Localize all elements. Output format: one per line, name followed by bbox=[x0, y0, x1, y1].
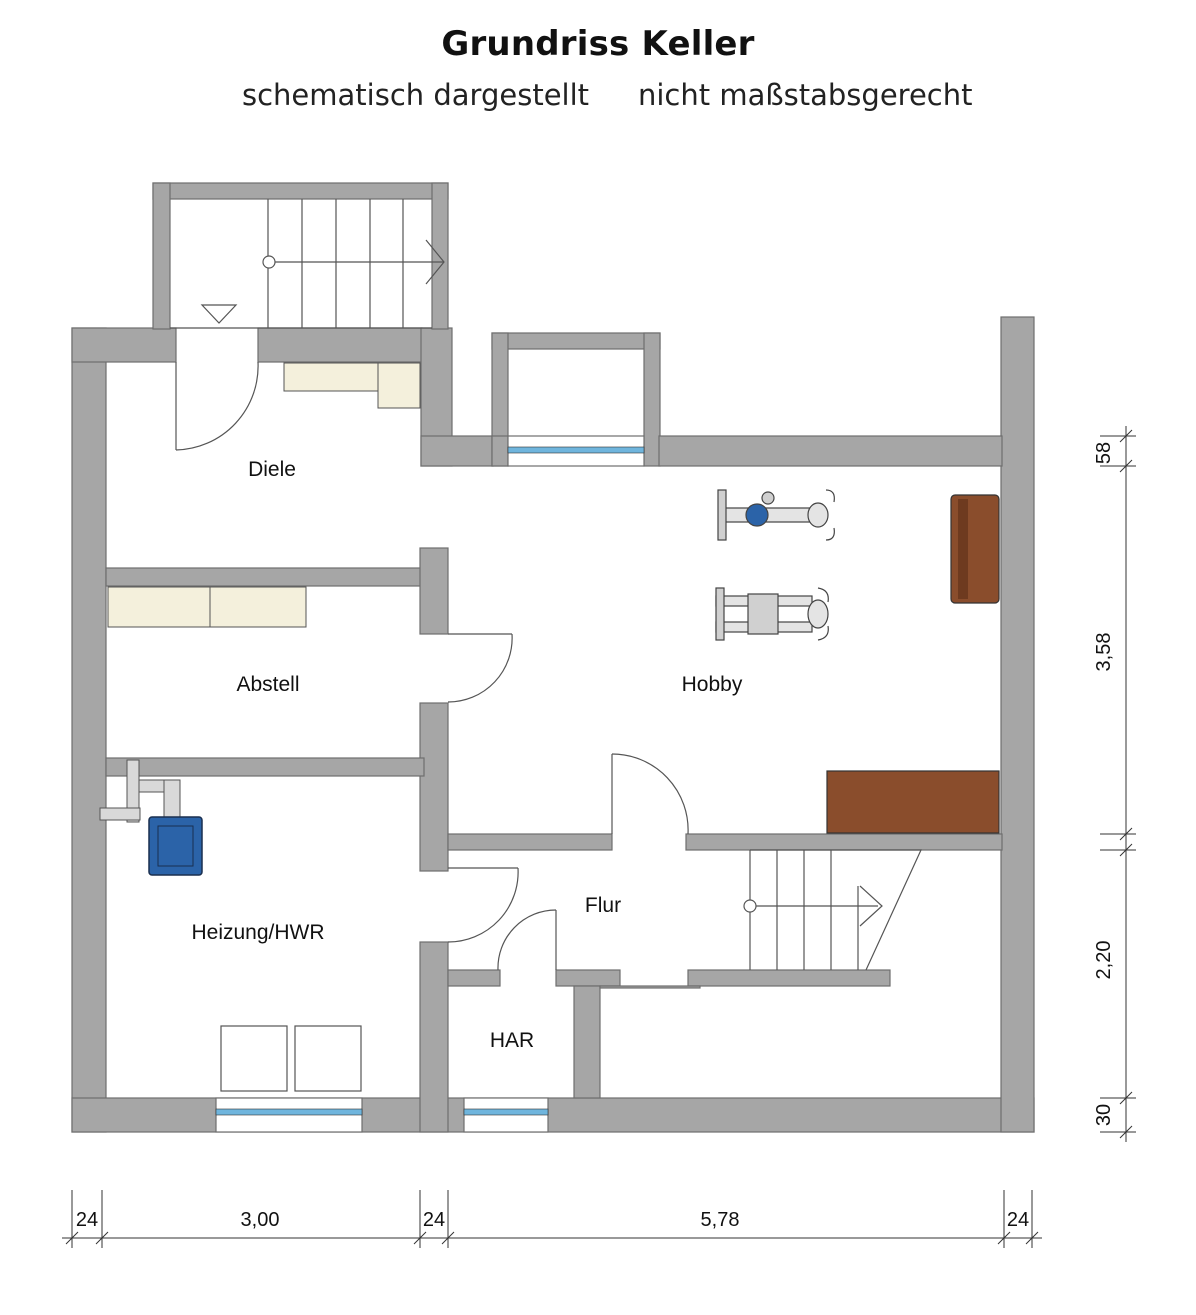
stairs-top bbox=[170, 199, 445, 329]
furniture bbox=[99, 362, 1000, 1092]
dim-bottom-wall-middle: 24 bbox=[423, 1209, 445, 1231]
exercise-bike-icon bbox=[717, 489, 835, 541]
dim-bottom-left-rooms: 3,00 bbox=[241, 1209, 280, 1231]
plan-title: Grundriss Keller bbox=[441, 24, 755, 64]
room-label-abstell: Abstell bbox=[236, 673, 299, 696]
windows bbox=[215, 435, 645, 1133]
room-label-flur: Flur bbox=[585, 894, 621, 917]
plan-subtitle-schematic: schematisch dargestellt bbox=[242, 78, 590, 112]
dim-right-hobby: 3,58 bbox=[1093, 633, 1115, 672]
cross-trainer-icon bbox=[715, 587, 829, 641]
doors bbox=[175, 361, 689, 971]
walls bbox=[71, 182, 1035, 1133]
right-dimension-line bbox=[1100, 426, 1136, 1142]
dim-right-top-wall: 58 bbox=[1093, 442, 1115, 464]
dim-right-flur: 2,20 bbox=[1093, 941, 1115, 980]
room-label-diele: Diele bbox=[248, 458, 296, 481]
dim-bottom-right-rooms: 5,78 bbox=[701, 1209, 740, 1231]
room-label-hobby: Hobby bbox=[682, 673, 743, 696]
room-label-heizung: Heizung/HWR bbox=[191, 921, 324, 944]
dim-right-bottom-wall: 30 bbox=[1093, 1104, 1115, 1126]
plan-subtitle-not-to-scale: nicht maßstabsgerecht bbox=[638, 78, 973, 112]
dim-bottom-wall-left: 24 bbox=[76, 1209, 98, 1231]
room-label-har: HAR bbox=[490, 1029, 534, 1052]
dim-bottom-wall-right: 24 bbox=[1007, 1209, 1029, 1231]
stairs-flur bbox=[743, 849, 922, 971]
bottom-dimension-line bbox=[62, 1190, 1042, 1248]
